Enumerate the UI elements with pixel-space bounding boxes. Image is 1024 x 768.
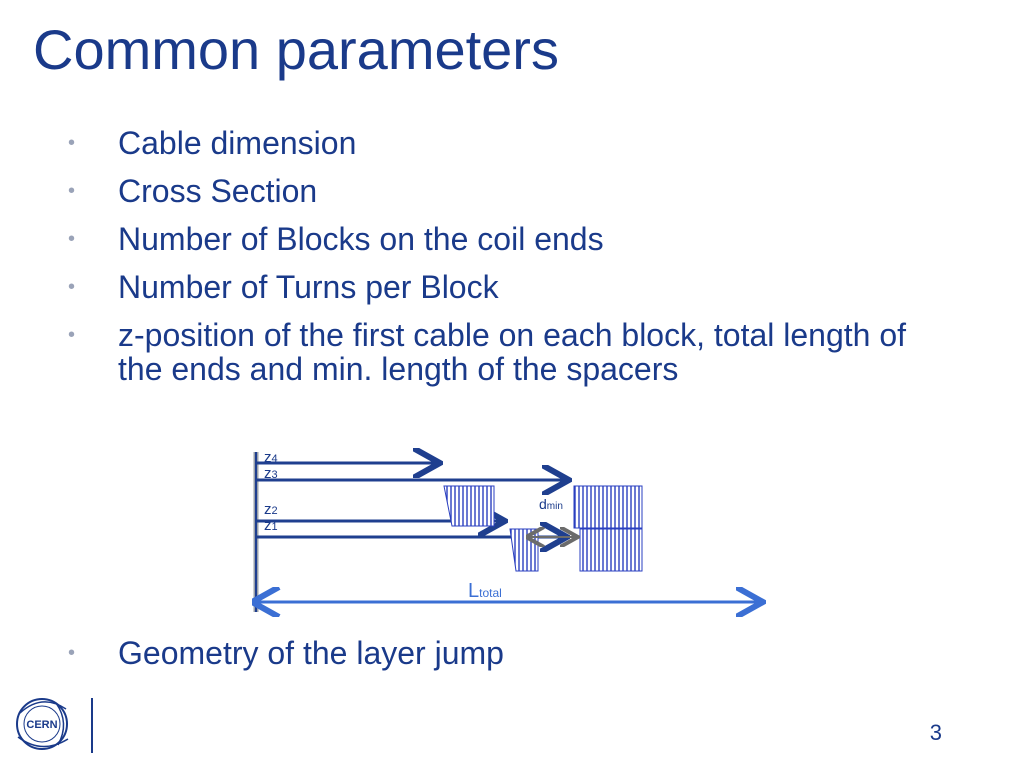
bullet-text: z-position of the first cable on each bl… <box>118 317 907 387</box>
bullet-item: • Cable dimension <box>60 126 960 160</box>
block-2 <box>509 528 539 572</box>
bullet-dot: • <box>68 132 76 154</box>
bullet-dot: • <box>68 228 76 250</box>
bullet-text: Cable dimension <box>118 125 357 161</box>
block-4 <box>443 485 495 527</box>
coil-end-diagram: z4 z3 z2 z1 dmin Ltotal <box>230 440 790 630</box>
cern-logo: CERN <box>16 698 69 750</box>
logo-divider <box>91 698 93 753</box>
bullet-item: • z-position of the first cable on each b… <box>60 318 948 386</box>
bullet-dot: • <box>68 276 76 298</box>
bullet-dot: • <box>68 642 76 664</box>
z2-label: z2 <box>264 501 278 518</box>
bullet-text: Number of Blocks on the coil ends <box>118 221 604 257</box>
bullet-text: Cross Section <box>118 173 318 209</box>
svg-text:CERN: CERN <box>26 719 57 731</box>
bullet-text: Number of Turns per Block <box>118 269 499 305</box>
bullet-list: • Cable dimension • Cross Section • Number … <box>60 126 960 400</box>
page-number: 3 <box>929 720 942 745</box>
bullet-item: • Geometry of the layer jump <box>60 636 960 670</box>
bullet-dot: • <box>68 180 76 202</box>
z3-label: z3 <box>264 465 278 482</box>
bullet-item: • Number of Blocks on the coil ends <box>60 222 960 256</box>
bullet-list-secondary: • Geometry of the layer jump <box>60 636 960 670</box>
bullet-item: • Number of Turns per Block <box>60 270 960 304</box>
block-3 <box>573 485 643 529</box>
bullet-text: Geometry of the layer jump <box>118 635 504 671</box>
dmin-label: dmin <box>539 496 563 512</box>
block-1 <box>579 528 643 572</box>
bullet-dot: • <box>68 324 76 346</box>
slide-title: Common parameters <box>33 18 559 81</box>
z4-label: z4 <box>264 449 278 466</box>
bullet-item: • Cross Section <box>60 174 960 208</box>
z1-label: z1 <box>264 517 278 534</box>
ltotal-label: Ltotal <box>468 580 502 602</box>
